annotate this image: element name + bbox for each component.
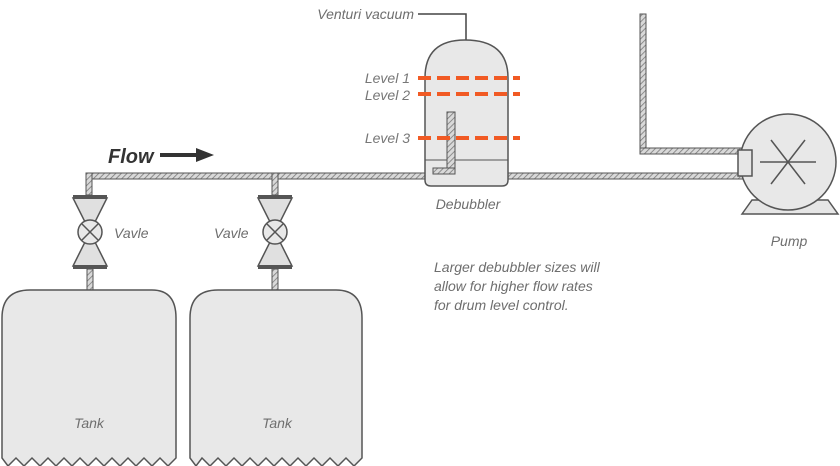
right-tank bbox=[189, 289, 363, 466]
pump-return-pipe bbox=[639, 13, 751, 155]
note-line-2: allow for higher flow rates bbox=[434, 278, 593, 294]
note-line-3: for drum level control. bbox=[434, 297, 569, 313]
left-valve-label: Vavle bbox=[114, 225, 149, 241]
left-valve-icon bbox=[71, 195, 109, 269]
right-tank-inlet-pipe bbox=[271, 268, 279, 292]
left-tank-inlet-pipe bbox=[86, 268, 94, 292]
level-1-label: Level 1 bbox=[365, 70, 410, 86]
note-line-1: Larger debubbler sizes will bbox=[434, 259, 601, 275]
debubbler-note: Larger debubbler sizes will allow for hi… bbox=[434, 259, 601, 313]
level-3-label: Level 3 bbox=[365, 130, 410, 146]
flow-arrow-icon bbox=[160, 148, 214, 162]
left-tank bbox=[1, 289, 177, 466]
pump-label: Pump bbox=[771, 233, 808, 249]
right-tank-label: Tank bbox=[262, 415, 293, 431]
venturi-leader-line bbox=[418, 13, 467, 40]
flow-label: Flow bbox=[108, 146, 155, 168]
pump bbox=[737, 113, 840, 215]
main-flow-pipe bbox=[85, 172, 747, 196]
right-valve-label: Vavle bbox=[214, 225, 249, 241]
right-valve-icon bbox=[256, 195, 294, 269]
level-2-label: Level 2 bbox=[365, 87, 410, 103]
debubbler-label: Debubbler bbox=[436, 196, 502, 212]
left-tank-label: Tank bbox=[74, 415, 105, 431]
debubbler-vessel bbox=[424, 39, 509, 187]
venturi-vacuum-label: Venturi vacuum bbox=[317, 6, 414, 22]
pump-impeller-icon bbox=[760, 139, 816, 185]
